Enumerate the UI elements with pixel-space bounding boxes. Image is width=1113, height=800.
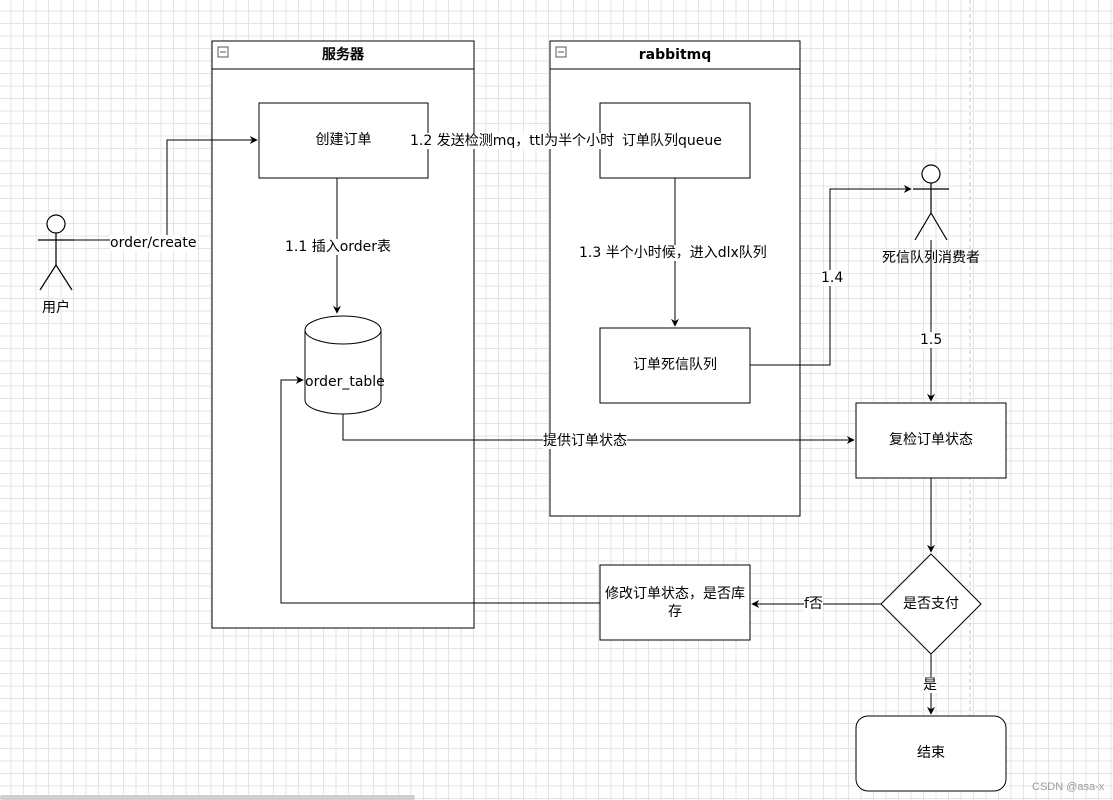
- is-paid-label: 是否支付: [903, 596, 959, 612]
- order-table-label: order_table: [305, 374, 385, 390]
- user-actor[interactable]: [38, 214, 74, 291]
- order-create-label: order/create: [110, 235, 197, 251]
- edge-modify-to-table[interactable]: [280, 376, 600, 604]
- end-box[interactable]: [855, 715, 1007, 792]
- create-order-box[interactable]: [258, 102, 429, 179]
- modify-status-label: 修改订单状态，是否库存: [605, 586, 745, 620]
- dlq-consumer-actor[interactable]: [913, 164, 949, 241]
- dead-letter-queue-label: 订单死信队列: [633, 357, 717, 373]
- end-label: 结束: [917, 745, 945, 761]
- dlq-consumer-label: 死信队列消费者: [882, 250, 980, 266]
- to-dlx-label: 1.3 半个小时候，进入dlx队列: [579, 245, 767, 261]
- collapse-icon[interactable]: [217, 46, 229, 58]
- rabbitmq-title: rabbitmq: [638, 47, 712, 63]
- send-mq-label: 1.2 发送检测mq，ttl为半个小时: [410, 133, 615, 149]
- order-table-cylinder[interactable]: [304, 315, 382, 415]
- collapse-icon[interactable]: [555, 46, 567, 58]
- insert-order-label: 1.1 插入order表: [285, 239, 392, 255]
- horizontal-scrollbar[interactable]: [0, 795, 415, 800]
- server-title: 服务器: [322, 47, 364, 63]
- no-branch-label: f否: [804, 596, 823, 612]
- recheck-status-label: 复检订单状态: [889, 432, 973, 448]
- user-label: 用户: [42, 300, 70, 316]
- order-queue-label: 订单队列queue: [622, 133, 722, 149]
- yes-branch-label: 是: [923, 677, 937, 693]
- provide-status-label: 提供订单状态: [543, 433, 627, 449]
- step-1-5-label: 1.5: [920, 332, 943, 348]
- recheck-status-box[interactable]: [855, 402, 1007, 479]
- modify-status-box[interactable]: [599, 564, 751, 641]
- step-1-4-label: 1.4: [821, 270, 844, 286]
- create-order-label: 创建订单: [315, 132, 372, 148]
- watermark: CSDN @asa-x: [1032, 781, 1105, 793]
- edge-provide-status[interactable]: [342, 414, 855, 444]
